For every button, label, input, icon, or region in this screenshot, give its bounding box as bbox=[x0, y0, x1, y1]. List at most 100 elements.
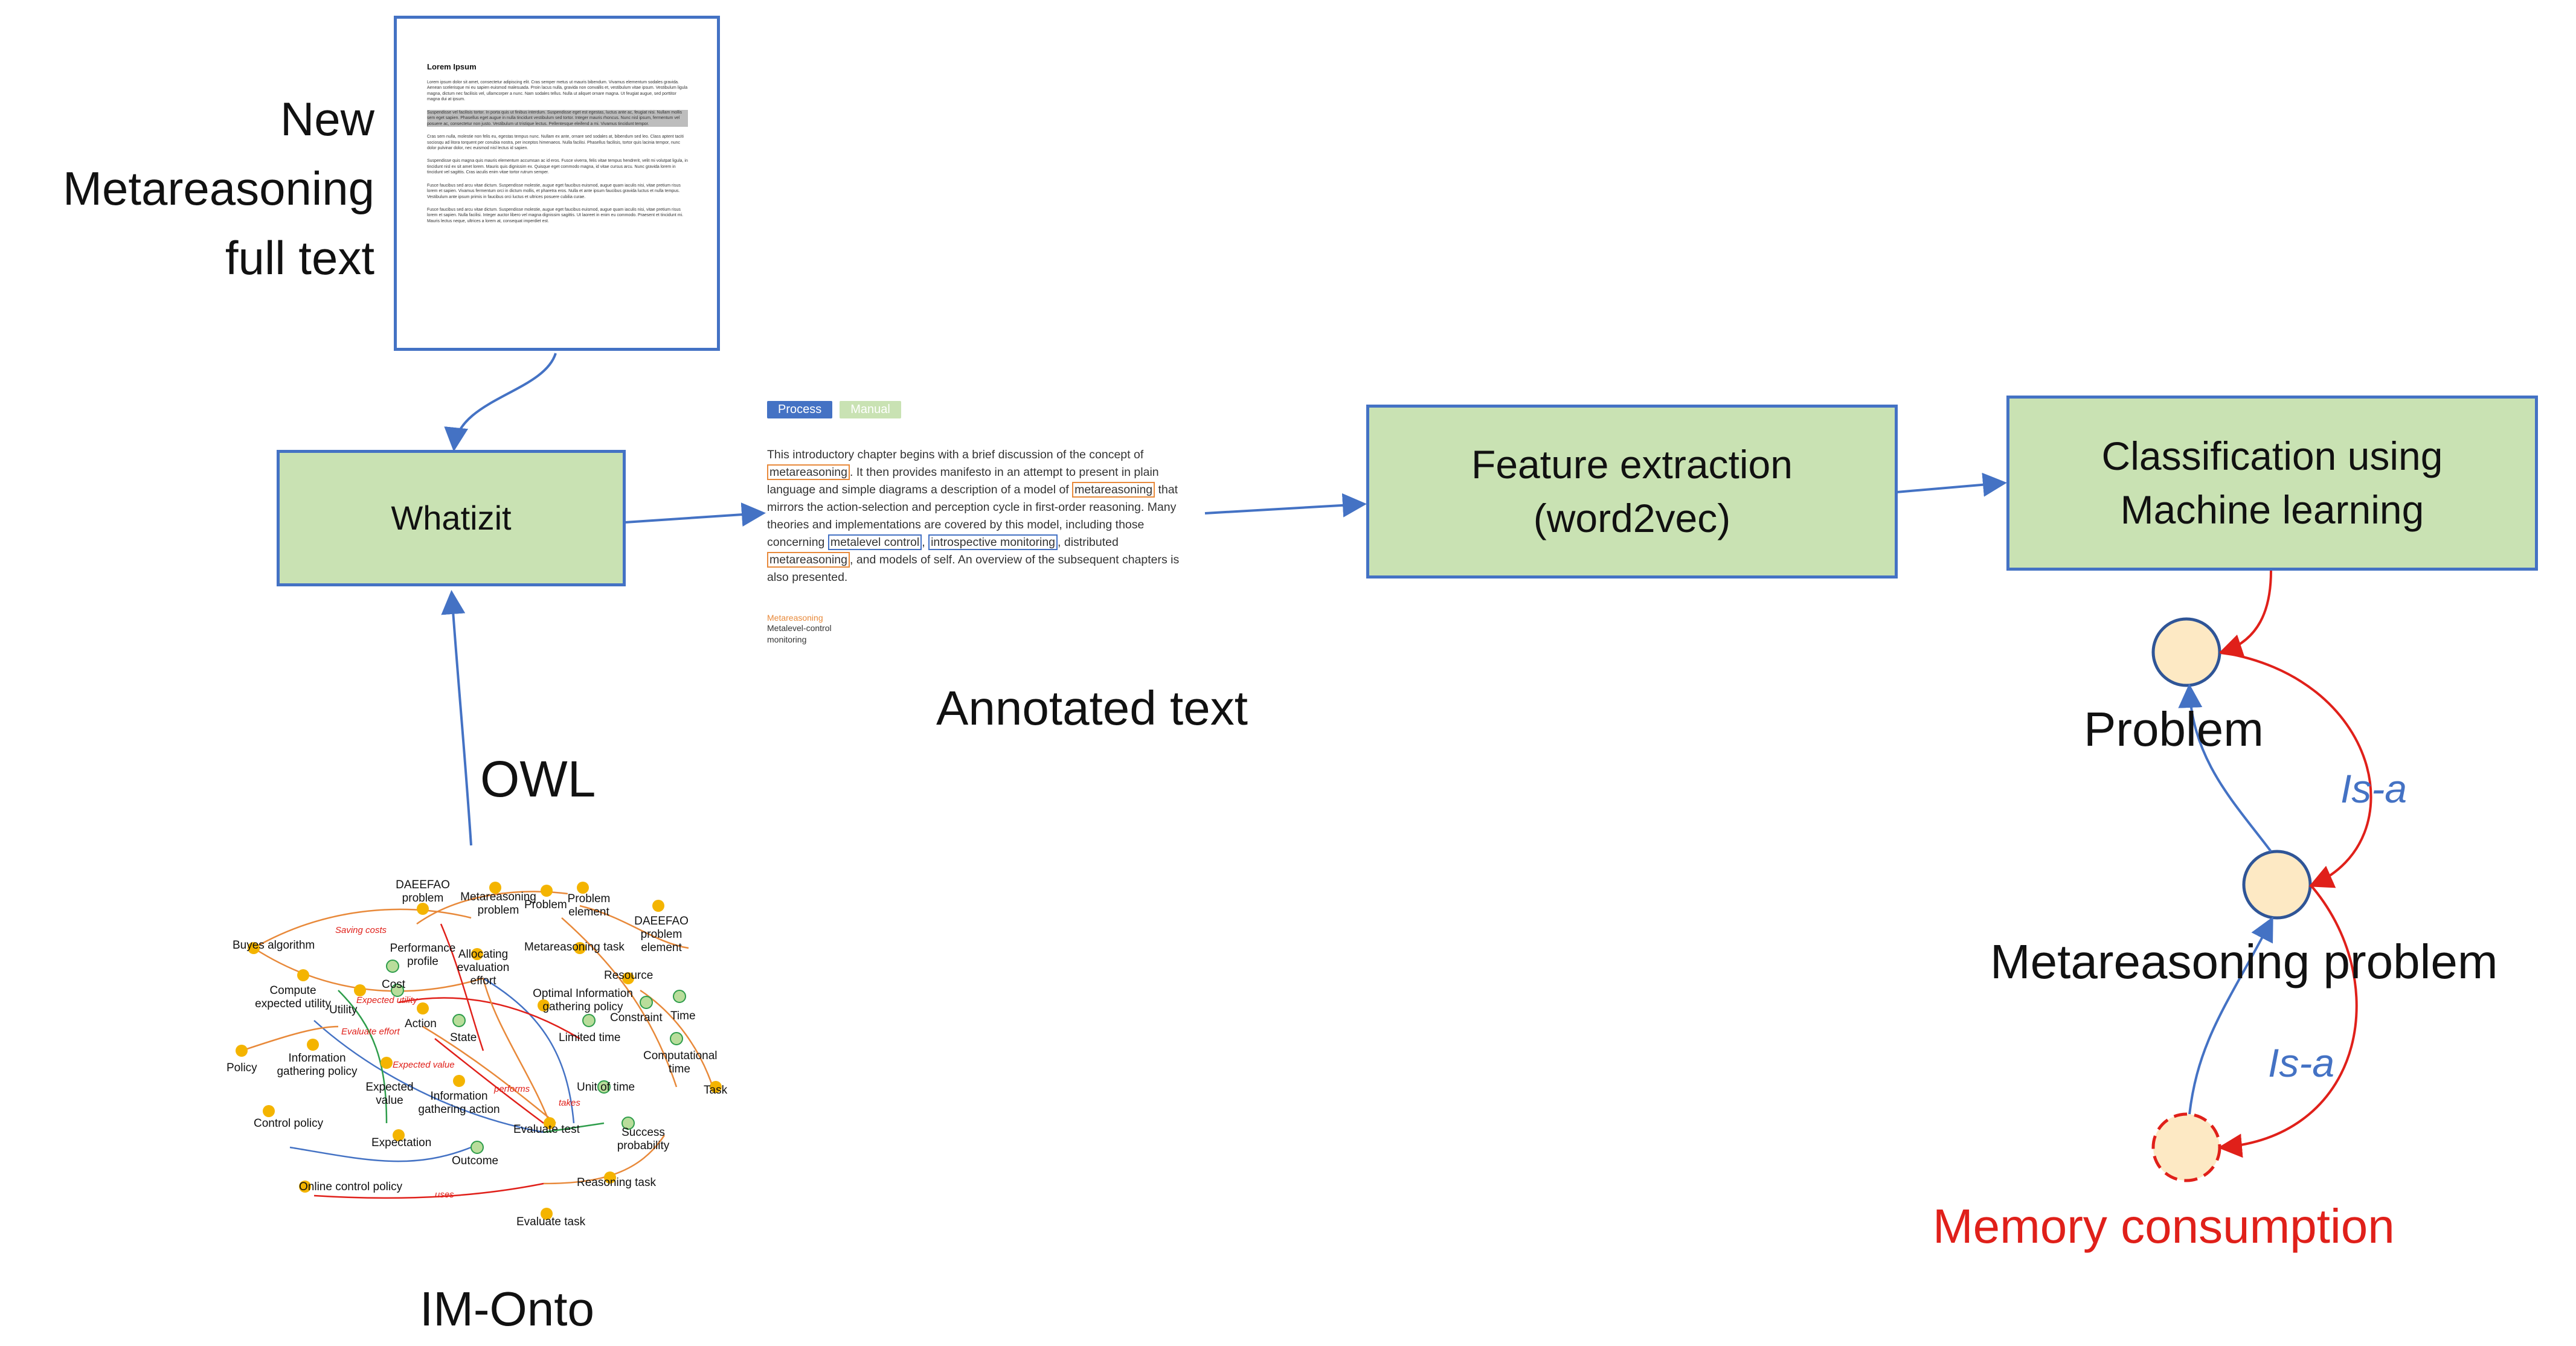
onto-node-label: Metareasoning problem bbox=[460, 891, 536, 917]
annotated-text-segment: , bbox=[922, 536, 929, 549]
annotation-tags: Process Manual bbox=[767, 401, 1202, 418]
onto-relation-label: Saving costs bbox=[335, 925, 387, 935]
onto-node-label: Success probability bbox=[617, 1126, 670, 1152]
onto-node-label: Resource bbox=[604, 969, 654, 982]
onto-node-label: Optimal Information gathering policy bbox=[533, 987, 633, 1013]
document-title: Lorem Ipsum bbox=[427, 62, 477, 71]
entity-introspective-monitoring: introspective monitoring bbox=[928, 534, 1058, 550]
annotated-text-segment: This introductory chapter begins with a … bbox=[767, 448, 1144, 461]
memory-consumption-label: Memory consumption bbox=[1933, 1199, 2395, 1253]
onto-relation-label: takes bbox=[559, 1098, 580, 1108]
onto-relation-label: Evaluate effort bbox=[341, 1027, 400, 1037]
arrow-doc-to-whatizit bbox=[444, 353, 557, 452]
onto-node-label: State bbox=[450, 1031, 477, 1044]
onto-node-label: Problem element bbox=[567, 893, 611, 918]
input-caption-line-1: New bbox=[280, 92, 374, 146]
onto-node-label: Metareasoning task bbox=[524, 941, 625, 953]
owl-label: OWL bbox=[480, 751, 596, 807]
annotated-text-panel: Process Manual This introductory chapter… bbox=[767, 401, 1202, 646]
arrow-annotated-to-feature bbox=[1204, 493, 1367, 518]
arrow-onto-to-whatizit bbox=[441, 590, 472, 846]
memory-consumption-node bbox=[2151, 1112, 2221, 1182]
entity-metareasoning: metareasoning bbox=[767, 464, 850, 480]
feature-extraction-subtitle: (word2vec) bbox=[1533, 496, 1731, 540]
whatizit-box: Whatizit bbox=[277, 450, 626, 586]
arrow-feature-to-classification bbox=[1896, 472, 2007, 497]
red-arc-problem-to-metareasoning bbox=[2219, 651, 2372, 888]
onto-node-label: DAEEFAO problem bbox=[396, 879, 450, 905]
entity-legend-monitoring: monitoring bbox=[767, 635, 807, 644]
input-caption: New Metareasoning full text bbox=[0, 85, 374, 293]
problem-node bbox=[2151, 617, 2221, 687]
onto-relation-label: Expected utility bbox=[356, 995, 417, 1005]
document-paragraph: Lorem ipsum dolor sit amet, consectetur … bbox=[427, 80, 688, 102]
document-paragraph: Suspendisse quis magna quis mauris eleme… bbox=[427, 159, 688, 175]
onto-node-label: Cost bbox=[382, 978, 406, 991]
im-onto-caption: IM-Onto bbox=[420, 1282, 594, 1336]
onto-node-label: Evaluate task bbox=[516, 1216, 586, 1228]
isa-arrow-metareasoning-to-problem bbox=[2178, 684, 2272, 853]
document-paragraph: Cras sem nulla, molestie non felis eu, e… bbox=[427, 135, 684, 150]
onto-node-label: Limited time bbox=[559, 1031, 621, 1044]
arrow-whatizit-to-annotated bbox=[625, 502, 766, 527]
onto-node-label: Expectation bbox=[371, 1136, 432, 1149]
entity-metareasoning: metareasoning bbox=[1072, 482, 1155, 498]
is-a-label-upper: Is-a bbox=[2340, 766, 2407, 811]
onto-node-label: Computational time bbox=[643, 1050, 718, 1075]
metareasoning-problem-node bbox=[2242, 850, 2312, 920]
onto-node-label: Expected value bbox=[365, 1081, 414, 1107]
feature-extraction-title: Feature extraction bbox=[1471, 441, 1793, 487]
onto-node-label: Task bbox=[704, 1084, 728, 1097]
onto-node-label: Constraint bbox=[610, 1011, 663, 1024]
annotated-text-segment: . It then provides manifesto in an attem… bbox=[767, 466, 1159, 496]
entity-legend-metalevel-control: Metalevel-control bbox=[767, 623, 832, 633]
input-caption-line-3: full text bbox=[225, 231, 374, 284]
metareasoning-problem-label: Metareasoning problem bbox=[1990, 935, 2498, 989]
annotated-paragraph: This introductory chapter begins with a … bbox=[767, 446, 1202, 586]
entity-legend-metareasoning: Metareasoning bbox=[767, 613, 823, 623]
is-a-label-lower: Is-a bbox=[2268, 1040, 2335, 1085]
whatizit-label: Whatizit bbox=[391, 499, 512, 537]
onto-node-label: Reasoning task bbox=[577, 1176, 656, 1189]
onto-node-label: Evaluate test bbox=[513, 1123, 580, 1136]
classification-title-line-2: Machine learning bbox=[2120, 487, 2424, 532]
onto-node-label: DAEEFAO problem element bbox=[634, 915, 689, 954]
onto-node-label: Online control policy bbox=[299, 1181, 403, 1193]
full-text-document: Lorem Ipsum Lorem ipsum dolor sit amet, … bbox=[394, 16, 720, 351]
entity-metalevel-control: metalevel control bbox=[827, 534, 922, 550]
onto-node-label: Allocating evaluation effort bbox=[457, 948, 510, 987]
annotated-text-segment: , and models of self. An overview of the… bbox=[767, 553, 1180, 584]
red-arc-metareasoning-to-memory bbox=[2218, 883, 2358, 1158]
onto-node-label: Action bbox=[405, 1018, 437, 1030]
manual-tag: Manual bbox=[840, 401, 901, 418]
document-paragraph-highlighted: Suspendisse vel facilisis tortor. In por… bbox=[427, 109, 688, 127]
entity-metareasoning: metareasoning bbox=[767, 552, 850, 568]
document-paragraph: Fusce faucibus sed arcu vitae dictum. Su… bbox=[427, 183, 681, 199]
onto-node-label: Compute expected utility bbox=[255, 984, 331, 1010]
annotated-text-segment: that mirrors the action-selection and pe… bbox=[767, 483, 1178, 549]
onto-node-label: Unit of time bbox=[577, 1081, 635, 1094]
onto-node-label: Time bbox=[670, 1010, 696, 1022]
problem-label: Problem bbox=[2084, 702, 2264, 756]
onto-node-label: Policy bbox=[226, 1062, 257, 1074]
onto-node-label: Performance profile bbox=[390, 942, 456, 968]
process-tag: Process bbox=[767, 401, 833, 418]
onto-relation-label: uses bbox=[435, 1190, 454, 1200]
classification-title-line-1: Classification using bbox=[2101, 433, 2443, 478]
onto-node-label: Information gathering policy bbox=[277, 1052, 358, 1078]
onto-node-label: Problem bbox=[524, 899, 567, 911]
onto-relation-label: performs bbox=[494, 1084, 530, 1094]
onto-relation-label: Expected value bbox=[393, 1060, 455, 1070]
annotated-text-caption: Annotated text bbox=[936, 681, 1248, 735]
input-caption-line-2: Metareasoning bbox=[63, 162, 374, 215]
classification-box: Classification using Machine learning bbox=[2006, 396, 2538, 571]
onto-node-label: Utility bbox=[329, 1004, 358, 1016]
onto-nodes bbox=[236, 882, 722, 1220]
onto-node-label: Information gathering action bbox=[418, 1090, 500, 1116]
onto-node-label: Control policy bbox=[254, 1117, 324, 1130]
onto-node-label: Buyes algorithm bbox=[233, 939, 315, 952]
arrow-classification-to-problem bbox=[2218, 570, 2272, 658]
feature-extraction-box: Feature extraction (word2vec) bbox=[1366, 405, 1898, 578]
